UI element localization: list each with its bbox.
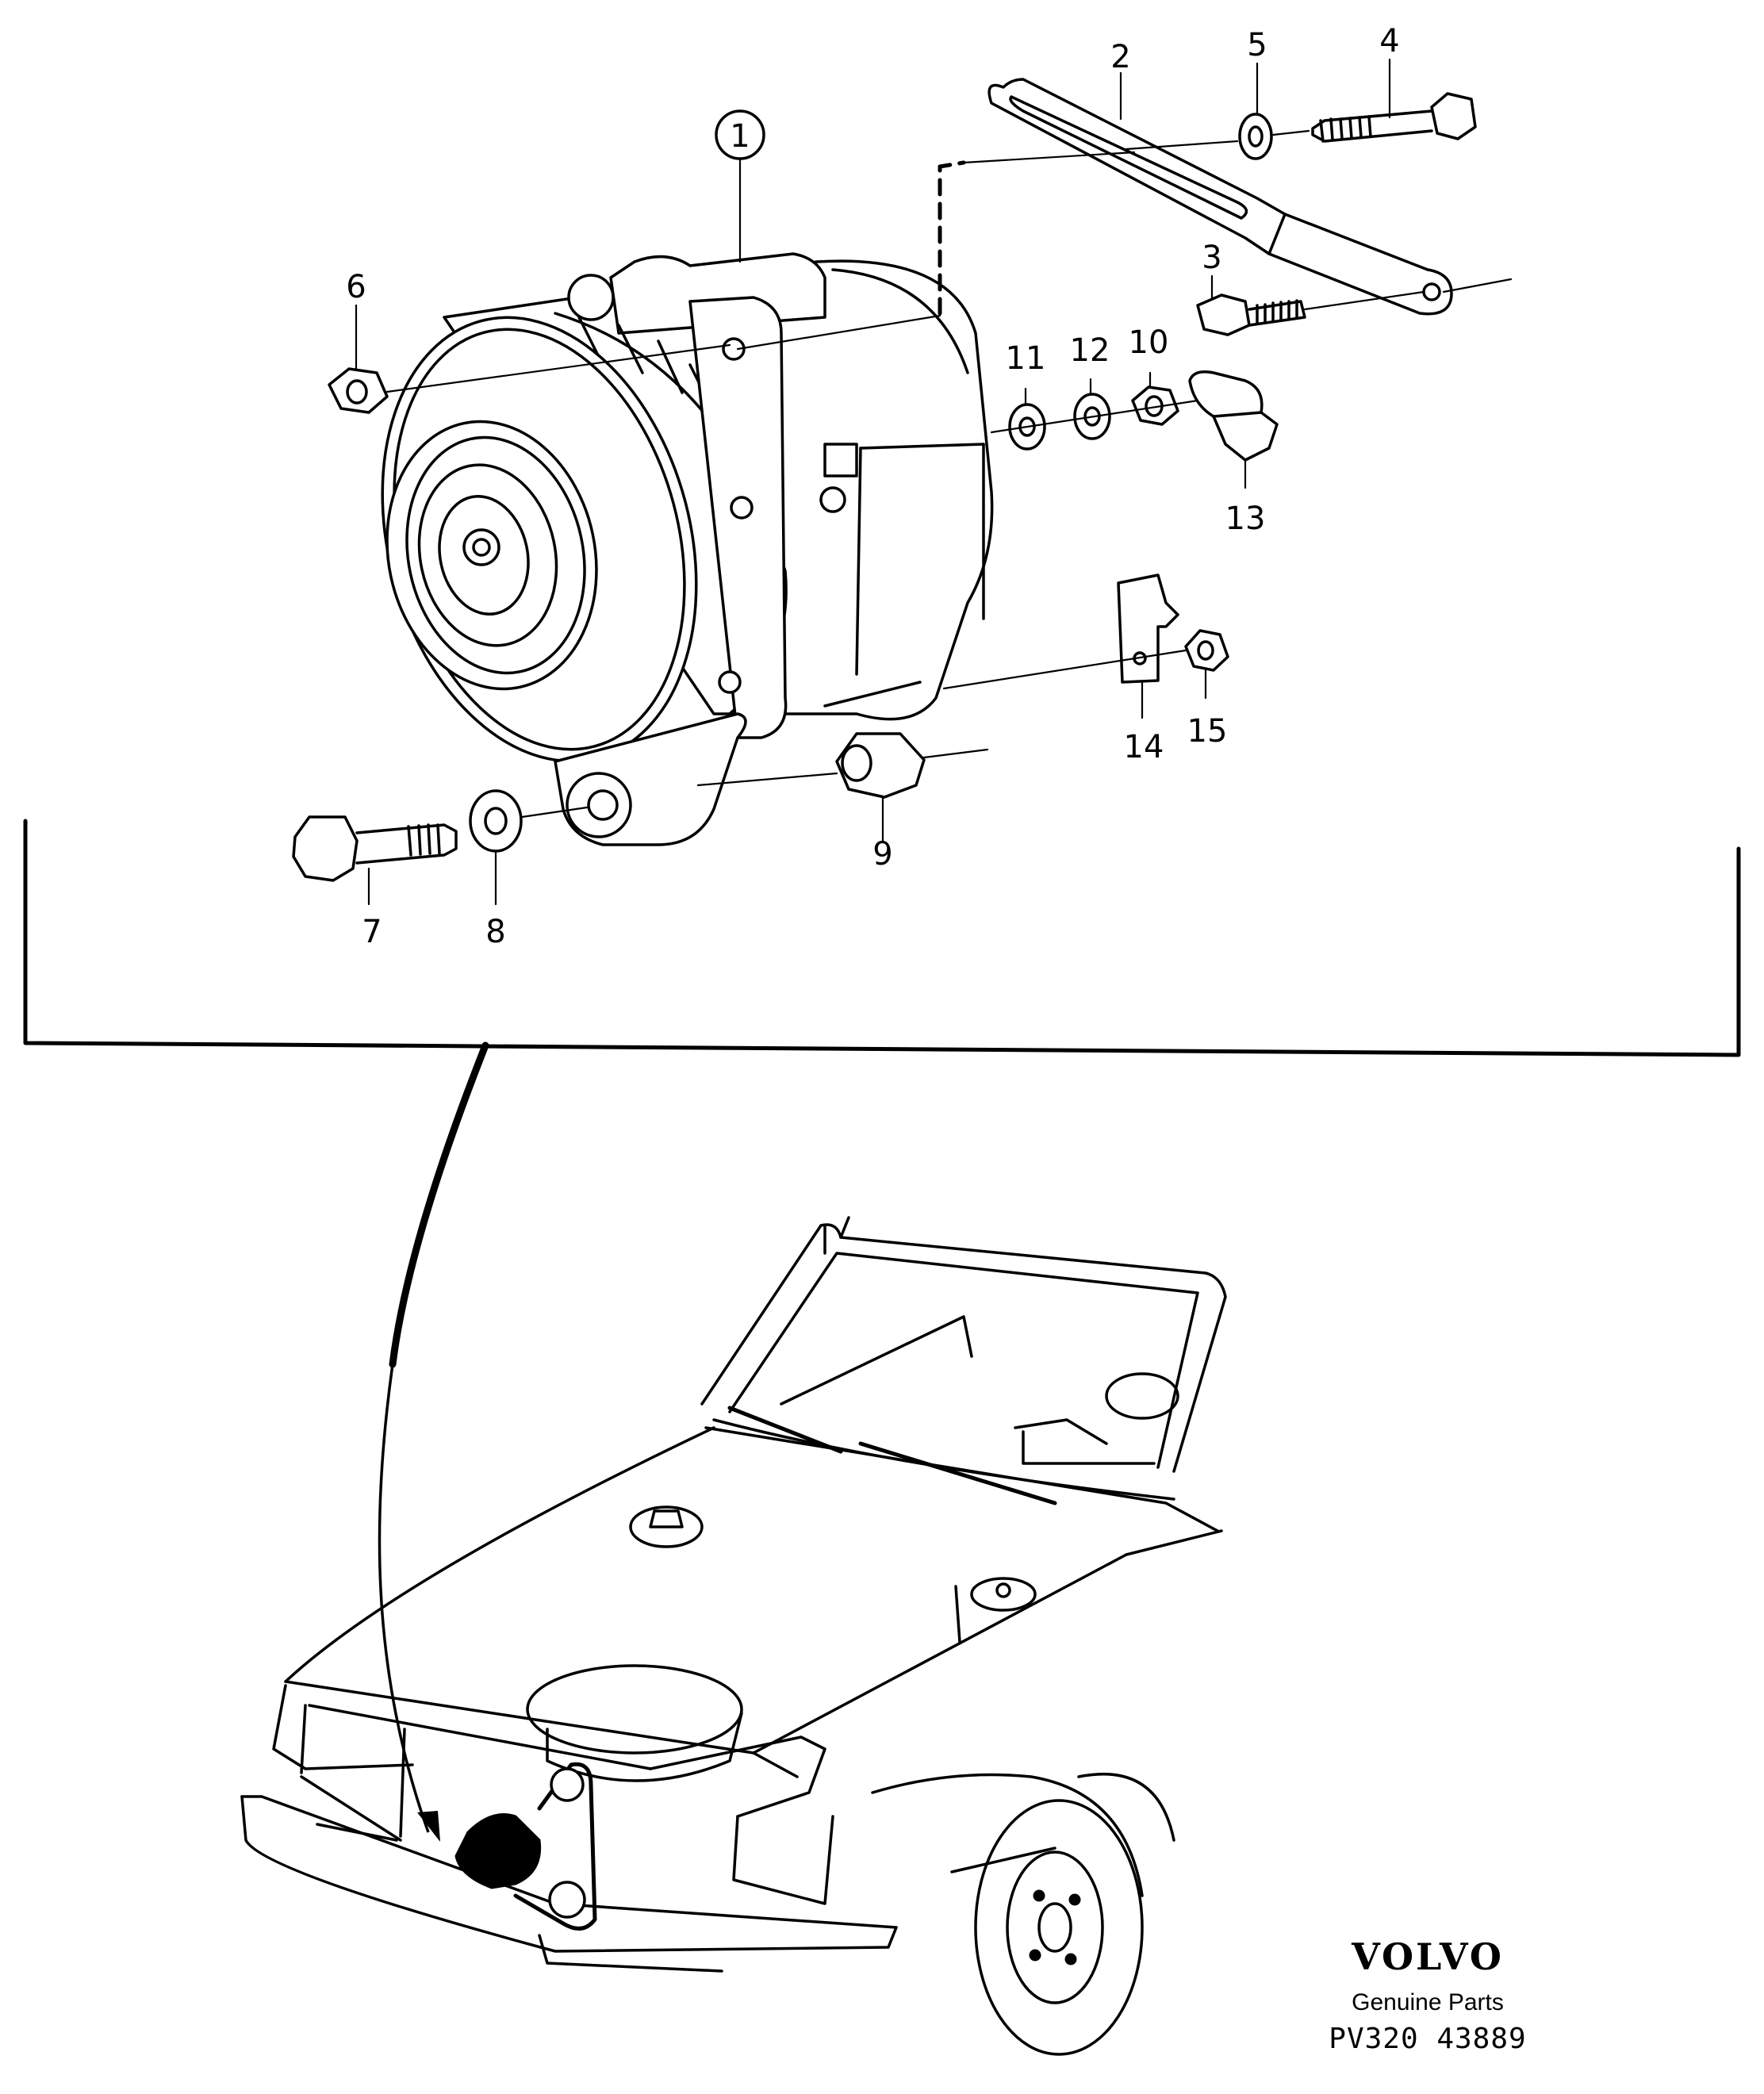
locator-curve	[389, 1041, 489, 1368]
leader-5-4	[1271, 129, 1310, 136]
callout-2: 2	[1110, 39, 1130, 75]
callout-3: 3	[1202, 240, 1221, 276]
alternator	[381, 252, 994, 846]
detail-frame	[23, 819, 1741, 1057]
clip-part-13	[1188, 370, 1279, 489]
nut-part-6	[328, 367, 389, 414]
bolt-part-7	[292, 815, 458, 906]
leader-9	[922, 748, 989, 759]
washer-part-12	[1073, 378, 1111, 440]
callout-4: 4	[1379, 23, 1399, 59]
locator-curve-tail	[378, 1363, 430, 1833]
callout-9: 9	[872, 836, 892, 872]
washer-part-8	[469, 789, 523, 906]
callout-labels: 1 2 3 4 5 6 7 8 9 10 11 12 13 14 15	[346, 23, 1399, 950]
callout-8: 8	[485, 914, 505, 950]
leader-6	[385, 343, 731, 393]
adjuster-bar	[987, 78, 1513, 316]
leader-10-13	[990, 399, 1199, 434]
leader-9b	[696, 772, 838, 787]
bolt-part-3	[1196, 290, 1425, 336]
washer-part-5	[1238, 113, 1273, 160]
reference-number: PV320 43889	[1329, 2023, 1527, 2055]
callout-12: 12	[1070, 332, 1110, 369]
callout-15: 15	[1187, 713, 1228, 750]
link-line	[962, 151, 1136, 164]
callout-11: 11	[1006, 340, 1046, 377]
nut-part-9	[835, 732, 926, 842]
callout-10: 10	[1129, 324, 1169, 361]
leader-14-15	[942, 649, 1187, 690]
link-line-alt	[736, 314, 941, 351]
callout-1: 1	[730, 118, 750, 155]
callout-13: 13	[1225, 500, 1266, 537]
brand-tagline: Genuine Parts	[1352, 1989, 1504, 2015]
dashed-link	[938, 160, 966, 316]
callout-6: 6	[346, 269, 366, 305]
callout-7: 7	[362, 914, 382, 950]
leader-8	[520, 806, 589, 819]
nut-part-10	[1131, 371, 1179, 426]
locator-arrowhead	[417, 1811, 440, 1842]
car-illustration	[240, 1216, 1227, 2056]
bolt-part-4	[1311, 92, 1477, 143]
volvo-logo: VOLVO	[1352, 1935, 1504, 1978]
nut-part-15	[1184, 629, 1229, 700]
callout-5: 5	[1247, 27, 1267, 63]
washer-part-11	[1008, 387, 1046, 451]
leader-2-5	[1125, 140, 1239, 151]
bracket-part-14	[1117, 573, 1179, 719]
callout-14: 14	[1124, 729, 1164, 765]
